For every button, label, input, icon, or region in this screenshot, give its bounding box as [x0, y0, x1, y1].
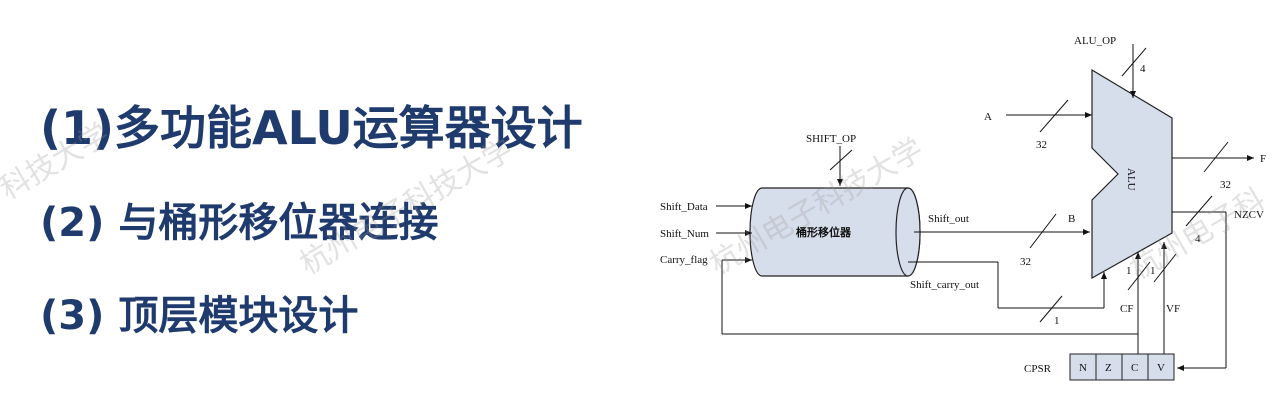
input-b-label: B: [1068, 213, 1075, 225]
nzcv-label: NZCV: [1234, 209, 1264, 221]
alu-label: ALU: [1125, 168, 1137, 191]
shift-op-slash: [829, 149, 853, 171]
barrel-shifter-label: 桶形移位器: [795, 225, 852, 239]
cpsr-bit-v: V: [1157, 362, 1165, 374]
vf-label: VF: [1166, 303, 1180, 315]
cf-width: 1: [1126, 265, 1132, 277]
shift-carry-width: 1: [1054, 315, 1060, 327]
output-f-width: 32: [1220, 179, 1231, 191]
nzcv-slash: [1185, 195, 1213, 227]
input-b-width: 32: [1020, 256, 1031, 268]
shift-carry-out-label: Shift_carry_out: [910, 279, 979, 291]
shift-num-label: Shift_Num: [660, 228, 709, 240]
alu-op-width: 4: [1140, 63, 1146, 75]
cpsr-label: CPSR: [1024, 363, 1052, 375]
input-a-width: 32: [1036, 139, 1047, 151]
heading-item-3: (3) 顶层模块设计: [40, 293, 359, 339]
nzcv-width: 4: [1195, 233, 1201, 245]
alu-op-slash: [1121, 47, 1147, 77]
heading-item-2: (2) 与桶形移位器连接: [40, 200, 439, 246]
alu-block: [1091, 68, 1173, 280]
output-f-label: F: [1260, 153, 1266, 165]
cpsr-register: [1069, 353, 1175, 381]
vf-width: 1: [1150, 265, 1156, 277]
alu-op-label: ALU_OP: [1074, 35, 1116, 47]
shift-data-label: Shift_Data: [660, 201, 708, 213]
shift-out-label: Shift_out: [928, 213, 969, 225]
cpsr-bit-c: C: [1131, 362, 1138, 374]
input-a-label: A: [984, 111, 992, 123]
cf-slash: [1127, 261, 1151, 291]
cpsr-bit-z: Z: [1105, 362, 1112, 374]
vf-slash: [1153, 253, 1177, 283]
shift-carry-slash: [1039, 295, 1063, 323]
heading-item-1: (1)多功能ALU运算器设计: [40, 101, 583, 155]
input-a-slash: [1039, 99, 1069, 133]
cpsr-bit-n: N: [1079, 362, 1087, 374]
input-b-slash: [1029, 213, 1057, 249]
output-f-slash: [1203, 141, 1229, 173]
cf-label: CF: [1120, 303, 1133, 315]
shift-op-label: SHIFT_OP: [806, 133, 856, 145]
carry-flag-label: Carry_flag: [660, 254, 708, 266]
